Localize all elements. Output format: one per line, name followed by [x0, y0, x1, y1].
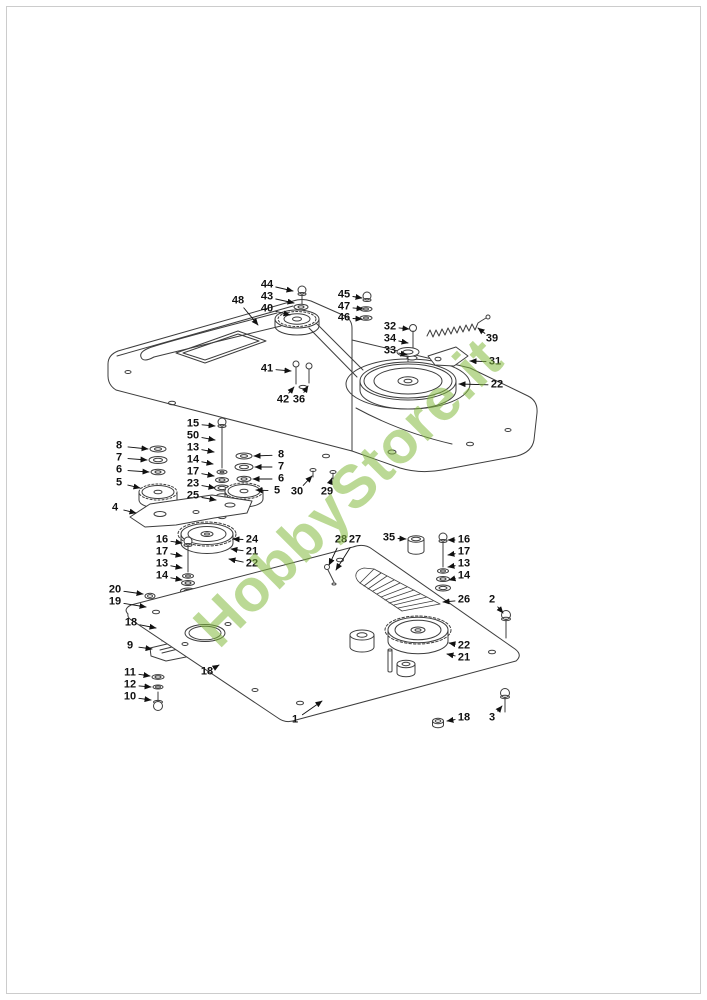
leader-lines [123, 286, 504, 723]
idler-arm [292, 346, 469, 390]
right-hardware [407, 532, 451, 592]
tension-spring [426, 314, 491, 338]
engine-pulley [359, 347, 457, 410]
base-plate [125, 544, 520, 723]
support-bracket [129, 494, 253, 528]
right-bearing-stack [224, 452, 264, 508]
top-pulley-assembly [274, 285, 320, 336]
left-bearing-stack [138, 445, 178, 509]
right-gear-pulley [384, 615, 452, 655]
blade-belt [140, 312, 364, 378]
fasteners [324, 564, 511, 729]
left-gear-pulley [177, 521, 237, 554]
left-lower-bolt-stack [180, 536, 196, 595]
cover-studs [309, 468, 337, 480]
toothed-belt [355, 567, 441, 612]
